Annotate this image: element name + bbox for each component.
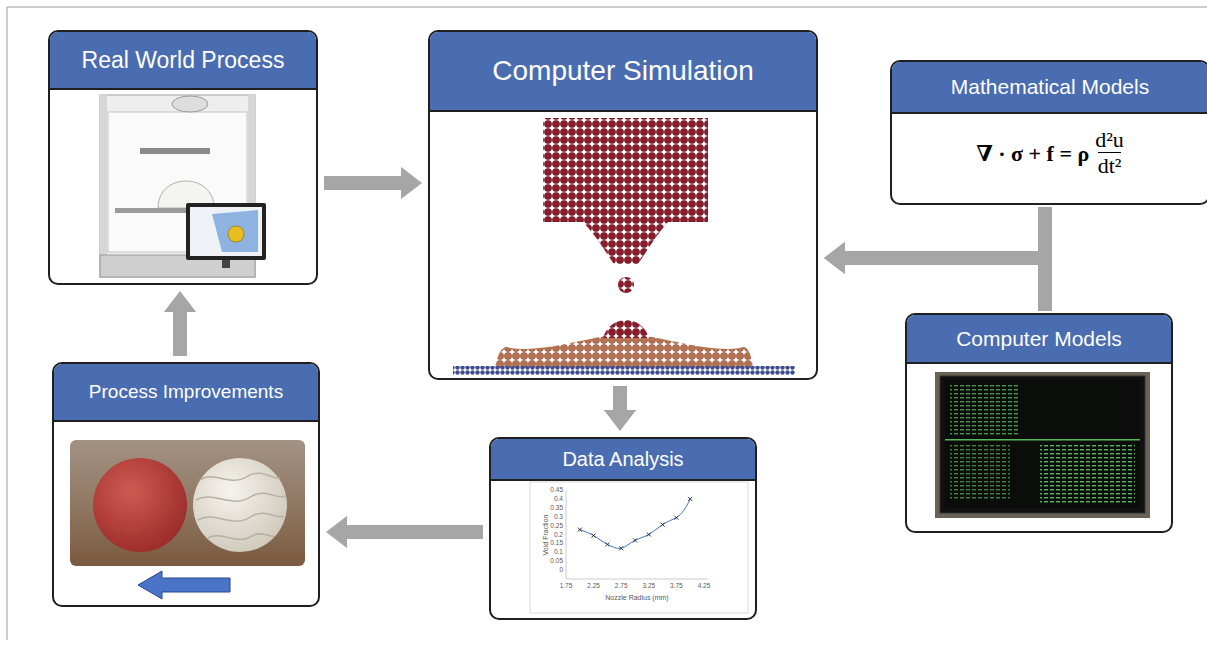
- tick-label: 0.35: [550, 505, 563, 512]
- process-box: Real World Process: [48, 30, 318, 285]
- tick-label: 0.4: [554, 496, 563, 503]
- tick-label: 1.75: [560, 583, 573, 590]
- axis-title: Void Fraction: [542, 515, 549, 556]
- flow-arrow: [347, 525, 483, 539]
- monitor-screen: [945, 380, 1140, 508]
- improvement-arrow: [138, 571, 230, 599]
- filament-spool: [172, 96, 208, 112]
- computer-photo: [935, 372, 1150, 518]
- flow-arrow: [845, 258, 1045, 311]
- print-head: [140, 148, 210, 154]
- box-title: Process Improvements: [89, 381, 283, 403]
- white-sphere: [193, 458, 287, 552]
- process-box: Data Analysis: [489, 437, 757, 620]
- substrate: [453, 366, 795, 375]
- process-box: Process Improvements: [52, 362, 320, 607]
- sphere-texture: [198, 513, 284, 521]
- process-box: Computer Models: [905, 313, 1173, 533]
- box-title: Computer Simulation: [492, 55, 753, 87]
- flow-arrow: [324, 176, 401, 190]
- monitor-screen: [190, 207, 262, 256]
- flow-arrow: [613, 386, 627, 410]
- monitor: [186, 203, 266, 260]
- monitor-stand: [222, 260, 230, 268]
- sphere-texture: [196, 493, 286, 501]
- box-title: Mathematical Models: [951, 75, 1149, 99]
- photo-ground: [935, 372, 1150, 518]
- screen-model: [212, 210, 258, 252]
- terminal-grid: [1040, 445, 1135, 503]
- y-axis: [566, 490, 567, 579]
- equation-text: d²u: [1095, 128, 1124, 152]
- sphere-texture: [208, 534, 274, 540]
- particle-drop: [618, 277, 634, 293]
- particle-block: [543, 118, 708, 222]
- printer-post: [100, 95, 107, 277]
- flow-arrow: [845, 207, 1045, 258]
- box-header: Real World Process: [50, 32, 316, 90]
- data-markers: [578, 497, 692, 550]
- equation-text: dt²: [1098, 152, 1122, 178]
- photo-ground: [70, 440, 305, 566]
- tick-label: 0.1: [554, 549, 563, 556]
- box-body: ∇ · σ + f = ρd²udt²: [892, 114, 1207, 178]
- equation-fraction: d²udt²: [1095, 128, 1124, 178]
- tick-label: 0.15: [550, 540, 563, 547]
- process-box: Computer Simulation: [428, 30, 818, 380]
- box-header: Mathematical Models: [892, 62, 1207, 114]
- tick-label: 0: [559, 567, 563, 574]
- tick-label: 3.75: [670, 583, 683, 590]
- sphere-texture: [200, 473, 280, 480]
- equation-text: ∇ · σ + f = ρ: [976, 140, 1089, 167]
- box-header: Computer Models: [907, 315, 1171, 364]
- box-title: Real World Process: [82, 47, 285, 74]
- terminal-text: [950, 385, 1020, 435]
- page-frame: [7, 7, 1207, 8]
- flow-arrow: [173, 312, 187, 356]
- terminal-rule: [945, 439, 1140, 441]
- tick-label: 0.2: [554, 531, 563, 538]
- box-header: Data Analysis: [491, 439, 755, 481]
- tick-label: 2.25: [587, 583, 600, 590]
- void-fraction-chart: [530, 482, 748, 613]
- tick-label: 2.75: [615, 583, 628, 590]
- tick-label: 0.25: [550, 522, 563, 529]
- box-header: Process Improvements: [54, 364, 318, 422]
- chart-frame: [530, 482, 748, 613]
- process-box: Mathematical Models ∇ · σ + f = ρd²udt²: [890, 60, 1207, 205]
- screen-part: [228, 226, 244, 242]
- monitor: [940, 376, 1145, 513]
- tick-label: 3.25: [642, 583, 655, 590]
- x-axis: [566, 579, 708, 580]
- terminal-text: [950, 445, 1010, 500]
- tick-label: 0.05: [550, 558, 563, 565]
- spheres-photo: [70, 440, 305, 599]
- simulation-illustration: [453, 118, 795, 375]
- box-header: Computer Simulation: [430, 32, 816, 112]
- particle-bump: [603, 320, 649, 338]
- tick-label: 4.25: [698, 583, 711, 590]
- tick-label: 0.45: [550, 487, 563, 494]
- axis-title: Nozzle Radius (mm): [605, 594, 668, 601]
- printer-illustration: [100, 95, 266, 277]
- tick-label: 0.3: [554, 513, 563, 520]
- box-title: Data Analysis: [562, 448, 683, 471]
- page-frame: [7, 7, 8, 640]
- red-sphere: [93, 458, 187, 552]
- box-title: Computer Models: [956, 327, 1122, 351]
- particle-neck: [583, 222, 668, 264]
